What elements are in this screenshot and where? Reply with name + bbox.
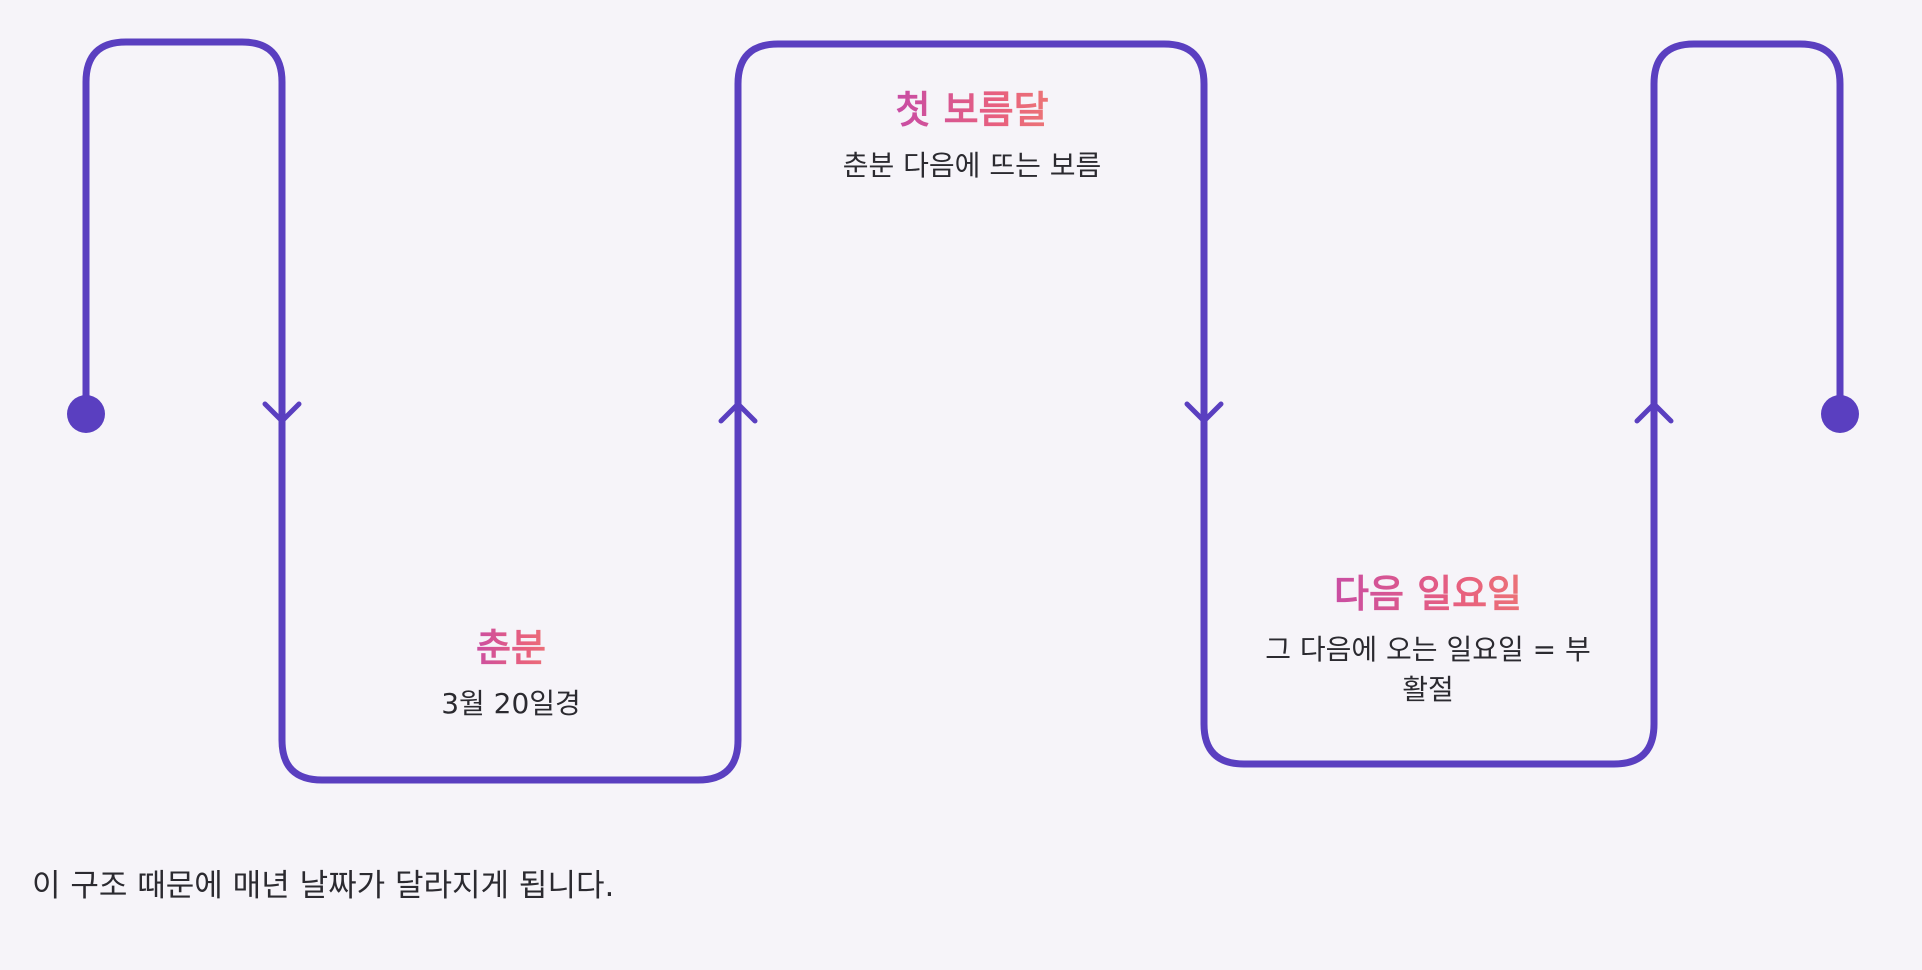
- step-spring-equinox: 춘분 3월 20일경: [441, 624, 581, 724]
- step-title: 첫 보름달: [843, 86, 1102, 134]
- step-next-sunday: 다음 일요일 그 다음에 오는 일요일 = 부활절: [1258, 570, 1598, 710]
- step-title: 춘분: [441, 624, 581, 672]
- step-description: 그 다음에 오는 일요일 = 부활절: [1265, 633, 1591, 706]
- end-dot: [1821, 395, 1859, 433]
- arrow-up-icon: [1634, 401, 1674, 424]
- timeline-path: [82, 38, 1844, 784]
- step-first-full-moon: 첫 보름달 춘분 다음에 뜨는 보름: [843, 86, 1102, 186]
- start-dot: [67, 395, 105, 433]
- step-description: 춘분 다음에 뜨는 보름: [842, 149, 1102, 182]
- step-title: 다음 일요일: [1258, 570, 1598, 618]
- arrow-down-icon: [1184, 401, 1224, 424]
- arrow-up-icon: [718, 401, 758, 424]
- arrow-down-icon: [262, 401, 302, 424]
- step-description: 3월 20일경: [441, 687, 581, 720]
- footer-note: 이 구조 때문에 매년 날짜가 달라지게 됩니다.: [32, 868, 615, 904]
